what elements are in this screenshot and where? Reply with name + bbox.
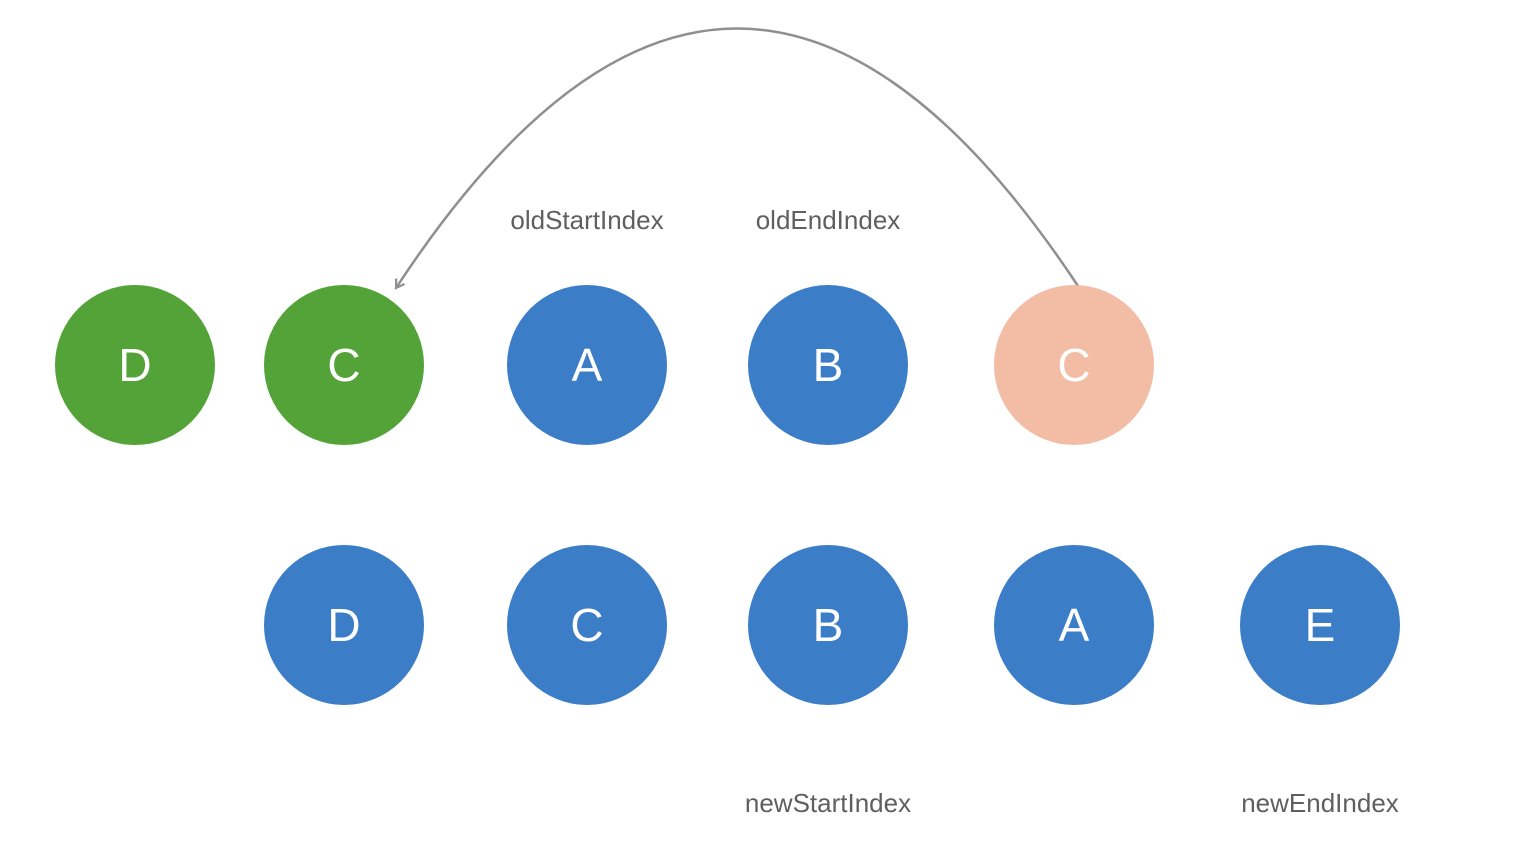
new-node-a-letter: A [1058, 599, 1090, 651]
new-node-e: E [1240, 545, 1400, 705]
old-node-c-salmon: C [994, 285, 1154, 445]
old-end-index-label: oldEndIndex [755, 205, 901, 235]
new-node-c: C [507, 545, 667, 705]
old-node-c-green: C [264, 285, 424, 445]
new-start-index-label: newStartIndex [744, 788, 912, 818]
old-node-d-letter: D [118, 339, 152, 391]
new-node-b-letter: B [812, 599, 844, 651]
old-node-a: A [507, 285, 667, 445]
new-node-a: A [994, 545, 1154, 705]
old-node-d: D [55, 285, 215, 445]
old-node-b: B [748, 285, 908, 445]
old-node-c-salmon-letter: C [1057, 339, 1091, 391]
old-node-c-green-letter: C [327, 339, 361, 391]
old-start-index-label: oldStartIndex [510, 205, 664, 235]
move-arrow-curve [394, 27, 1080, 290]
new-node-c-letter: C [570, 599, 604, 651]
new-node-d-letter: D [327, 599, 361, 651]
new-end-index-label: newEndIndex [1241, 788, 1399, 818]
new-node-d: D [264, 545, 424, 705]
old-node-b-letter: B [812, 339, 844, 391]
old-node-a-letter: A [571, 339, 603, 391]
new-node-e-letter: E [1304, 599, 1336, 651]
new-node-b: B [748, 545, 908, 705]
